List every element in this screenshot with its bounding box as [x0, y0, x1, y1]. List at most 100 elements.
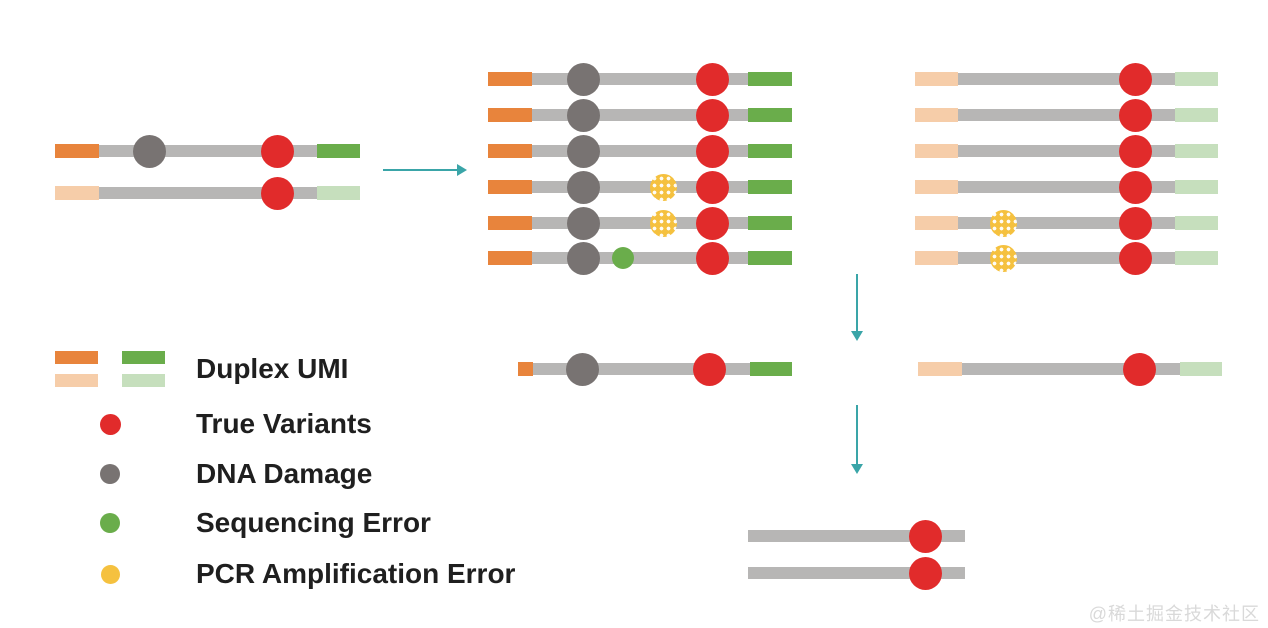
- dna-strand-duplex-consensus: [748, 519, 965, 553]
- pcr-error-dot: [989, 244, 1017, 272]
- strand-backbone: [915, 217, 1218, 229]
- umi-swatch-light-green: [122, 374, 165, 387]
- umi-cap-right-light_green: [1175, 180, 1218, 194]
- arrow-duplex-consensus: [856, 405, 858, 465]
- umi-swatch-light-orange: [55, 374, 98, 387]
- strand-backbone: [488, 181, 792, 193]
- dna-damage-dot: [566, 134, 600, 168]
- strand-backbone: [55, 145, 360, 157]
- umi-cap-left-orange: [55, 144, 99, 158]
- legend-label: True Variants: [196, 408, 372, 439]
- legend-item-true-variants: True Variants: [55, 408, 372, 439]
- dna-strand-amplified-top-strand: [488, 241, 792, 275]
- strand-backbone: [915, 181, 1218, 193]
- true-variant-dot: [260, 176, 294, 210]
- umi-cap-left-orange: [488, 108, 532, 122]
- dna-strand-amplified-bottom-strand: [915, 241, 1218, 275]
- dna-strand-amplified-bottom-strand: [915, 170, 1218, 204]
- pcr-error-dot: [989, 209, 1017, 237]
- umi-cap-right-green: [748, 108, 792, 122]
- dna-strand-amplified-bottom-strand: [915, 62, 1218, 96]
- true-variant-dot: [695, 206, 729, 240]
- dna-strand-amplified-bottom-strand: [915, 134, 1218, 168]
- dna-strand-original-duplex: [55, 176, 360, 210]
- strand-backbone: [488, 145, 792, 157]
- strand-backbone: [488, 73, 792, 85]
- true-variant-dot: [1122, 352, 1156, 386]
- umi-cap-left-light_orange: [915, 144, 958, 158]
- true-variant-dot: [1118, 170, 1152, 204]
- true-variant-icon: [55, 413, 165, 435]
- umi-swatch-green: [122, 351, 165, 364]
- strand-backbone: [915, 109, 1218, 121]
- strand-backbone: [915, 252, 1218, 264]
- true-variant-dot: [1118, 134, 1152, 168]
- sequencing-error-icon: [55, 513, 165, 533]
- dna-strand-original-duplex: [55, 134, 360, 168]
- arrow-single-strand-consensus: [856, 274, 858, 332]
- true-variant-dot: [695, 170, 729, 204]
- umi-cap-right-green: [748, 180, 792, 194]
- umi-cap-right-light_green: [1180, 362, 1222, 376]
- umi-swatch-orange: [55, 351, 98, 364]
- umi-cap-right-green: [748, 72, 792, 86]
- dna-strand-amplified-top-strand: [488, 98, 792, 132]
- true-variant-dot: [908, 556, 942, 590]
- strand-backbone: [55, 187, 360, 199]
- umi-cap-right-green: [748, 251, 792, 265]
- umi-cap-right-light_green: [1175, 108, 1218, 122]
- umi-cap-right-green: [748, 216, 792, 230]
- dna-strand-amplified-top-strand: [488, 134, 792, 168]
- true-variant-dot: [695, 241, 729, 275]
- watermark: @稀土掘金技术社区: [1088, 604, 1260, 624]
- legend-item-pcr-amplification-error: PCR Amplification Error: [55, 558, 516, 589]
- strand-backbone: [488, 217, 792, 229]
- dna-damage-icon: [55, 464, 165, 484]
- umi-cap-left-light_orange: [915, 180, 958, 194]
- dna-damage-dot: [132, 134, 166, 168]
- duplex-umi-icon: [55, 351, 165, 387]
- dna-strand-duplex-consensus: [748, 556, 965, 590]
- legend-dot: [100, 464, 120, 484]
- umi-cap-left-light_orange: [915, 251, 958, 265]
- umi-cap-left-orange: [488, 216, 532, 230]
- umi-cap-right-light_green: [1175, 216, 1218, 230]
- dna-damage-dot: [565, 352, 599, 386]
- true-variant-dot: [695, 62, 729, 96]
- umi-cap-left-light_orange: [55, 186, 99, 200]
- legend-item-dna-damage: DNA Damage: [55, 458, 373, 489]
- umi-cap-right-green: [750, 362, 792, 376]
- dna-damage-dot: [566, 98, 600, 132]
- strand-backbone: [488, 109, 792, 121]
- umi-cap-left-orange: [488, 72, 532, 86]
- legend-label: PCR Amplification Error: [196, 558, 516, 589]
- pcr-error-icon: [55, 564, 165, 584]
- true-variant-dot: [908, 519, 942, 553]
- dna-strand-amplified-bottom-strand: [915, 98, 1218, 132]
- dna-damage-dot: [566, 241, 600, 275]
- legend-dot: [100, 513, 120, 533]
- legend-item-duplex-umi: Duplex UMI: [55, 351, 348, 387]
- dna-strand-amplified-top-strand: [488, 206, 792, 240]
- umi-cap-right-light_green: [1175, 144, 1218, 158]
- arrow-pcr-amplification-head: [457, 164, 467, 176]
- true-variant-dot: [695, 134, 729, 168]
- umi-cap-right-light_green: [1175, 251, 1218, 265]
- legend-label: DNA Damage: [196, 458, 373, 489]
- umi-cap-left-orange: [518, 362, 533, 376]
- umi-cap-left-orange: [488, 144, 532, 158]
- dna-damage-dot: [566, 206, 600, 240]
- umi-cap-left-light_orange: [915, 108, 958, 122]
- umi-cap-left-light_orange: [915, 72, 958, 86]
- true-variant-dot: [695, 98, 729, 132]
- dna-damage-dot: [566, 62, 600, 96]
- umi-cap-right-green: [317, 144, 360, 158]
- legend-dot: [100, 564, 120, 584]
- strand-backbone: [915, 145, 1218, 157]
- strand-backbone: [488, 252, 792, 264]
- umi-cap-left-orange: [488, 251, 532, 265]
- umi-cap-right-light_green: [1175, 72, 1218, 86]
- true-variant-dot: [1118, 206, 1152, 240]
- true-variant-dot: [1118, 98, 1152, 132]
